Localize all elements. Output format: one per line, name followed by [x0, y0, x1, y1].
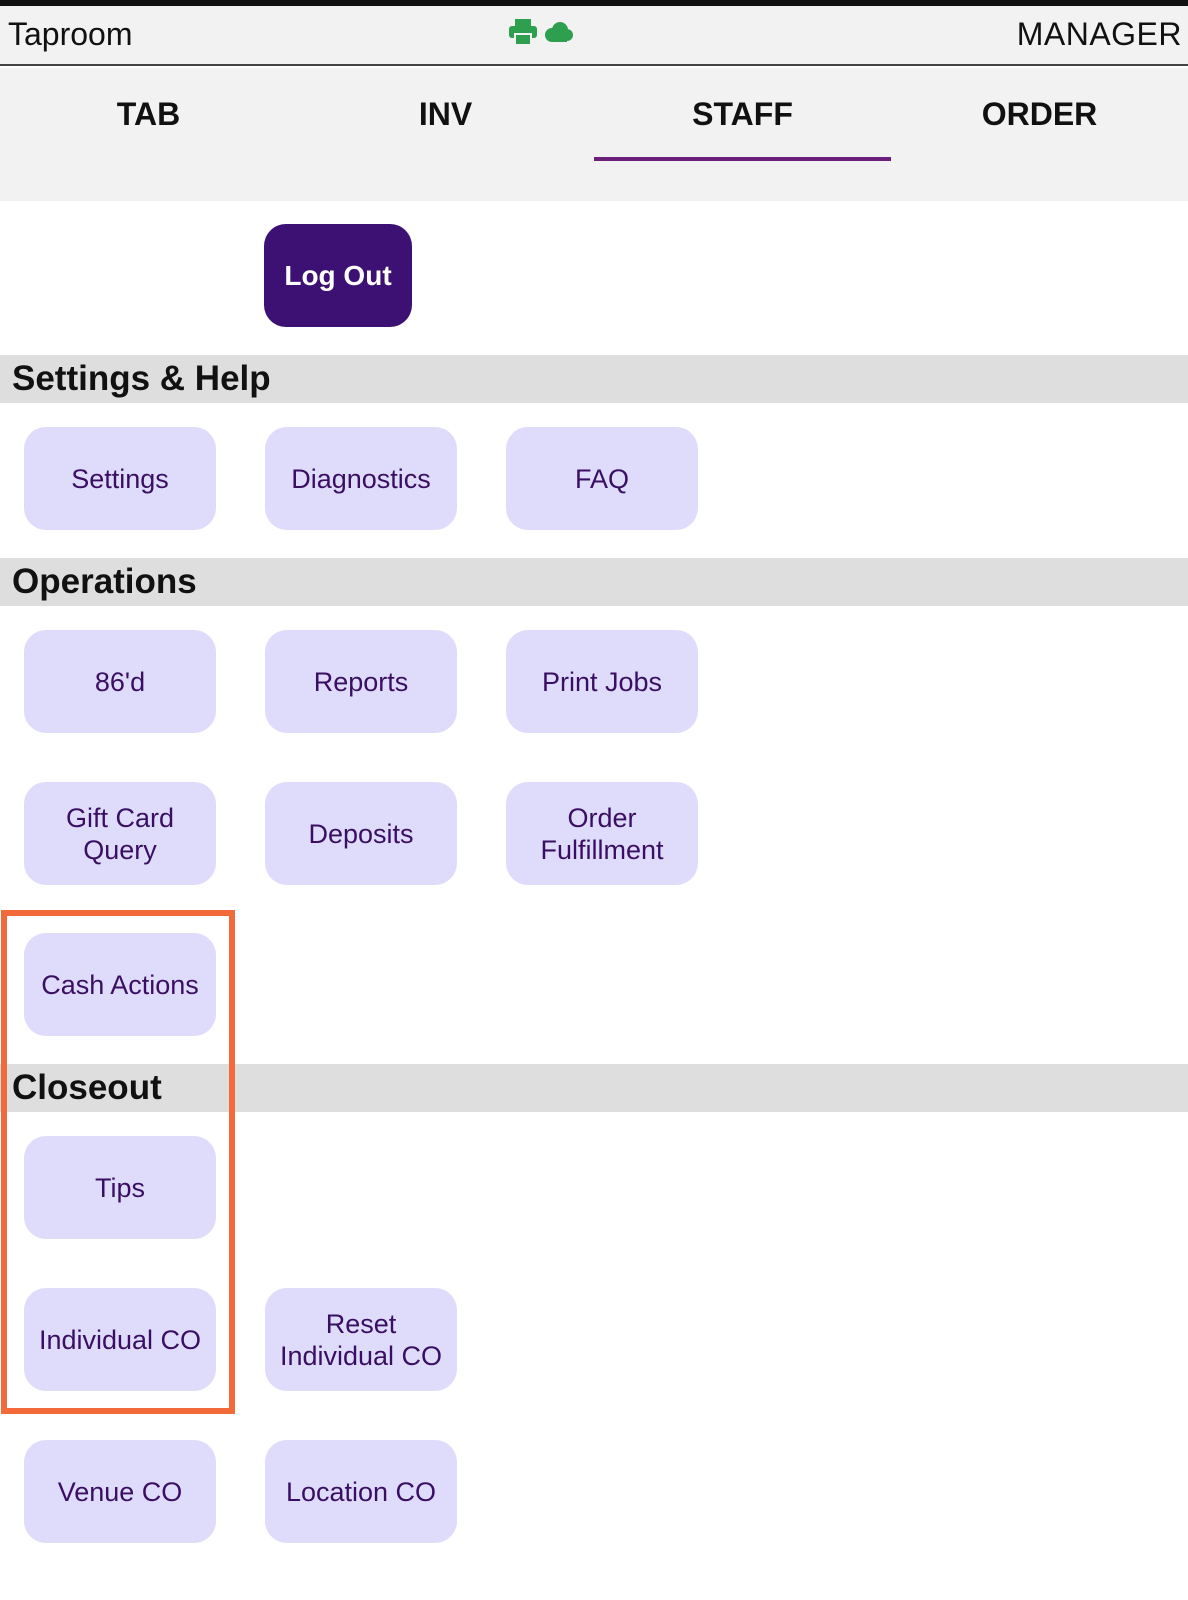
- tab-bar: TAB INV STAFF ORDER: [0, 68, 1188, 201]
- 86d-button[interactable]: 86'd: [24, 630, 216, 733]
- tab-staff[interactable]: STAFF: [594, 68, 891, 161]
- reset-individual-co-button[interactable]: Reset Individual CO: [265, 1288, 457, 1391]
- section-title: Operations: [12, 562, 197, 601]
- section-title: Settings & Help: [12, 359, 271, 398]
- printer-icon: [509, 19, 537, 46]
- location-co-button[interactable]: Location CO: [265, 1440, 457, 1543]
- status-icons: [508, 18, 574, 46]
- section-operations: Operations: [0, 558, 1188, 606]
- reports-button[interactable]: Reports: [265, 630, 457, 733]
- cash-actions-button[interactable]: Cash Actions: [24, 933, 216, 1036]
- cloud-icon: [545, 22, 573, 42]
- section-title: Closeout: [12, 1068, 162, 1107]
- status-bar: Taproom MANAGER: [0, 6, 1188, 66]
- order-fulfillment-button[interactable]: Order Fulfillment: [506, 782, 698, 885]
- tab-tab[interactable]: TAB: [116, 96, 181, 132]
- settings-button[interactable]: Settings: [24, 427, 216, 530]
- venue-name: Taproom: [8, 16, 133, 52]
- section-settings-help: Settings & Help: [0, 355, 1188, 403]
- section-closeout: Closeout: [0, 1064, 1188, 1112]
- log-out-button[interactable]: Log Out: [264, 224, 412, 327]
- gift-card-query-button[interactable]: Gift Card Query: [24, 782, 216, 885]
- individual-co-button[interactable]: Individual CO: [24, 1288, 216, 1391]
- deposits-button[interactable]: Deposits: [265, 782, 457, 885]
- tab-inv[interactable]: INV: [418, 96, 473, 132]
- tab-order[interactable]: ORDER: [981, 96, 1098, 132]
- diagnostics-button[interactable]: Diagnostics: [265, 427, 457, 530]
- venue-co-button[interactable]: Venue CO: [24, 1440, 216, 1543]
- print-jobs-button[interactable]: Print Jobs: [506, 630, 698, 733]
- user-role: MANAGER: [1016, 16, 1182, 52]
- faq-button[interactable]: FAQ: [506, 427, 698, 530]
- top-edge: [0, 0, 1188, 6]
- tips-button[interactable]: Tips: [24, 1136, 216, 1239]
